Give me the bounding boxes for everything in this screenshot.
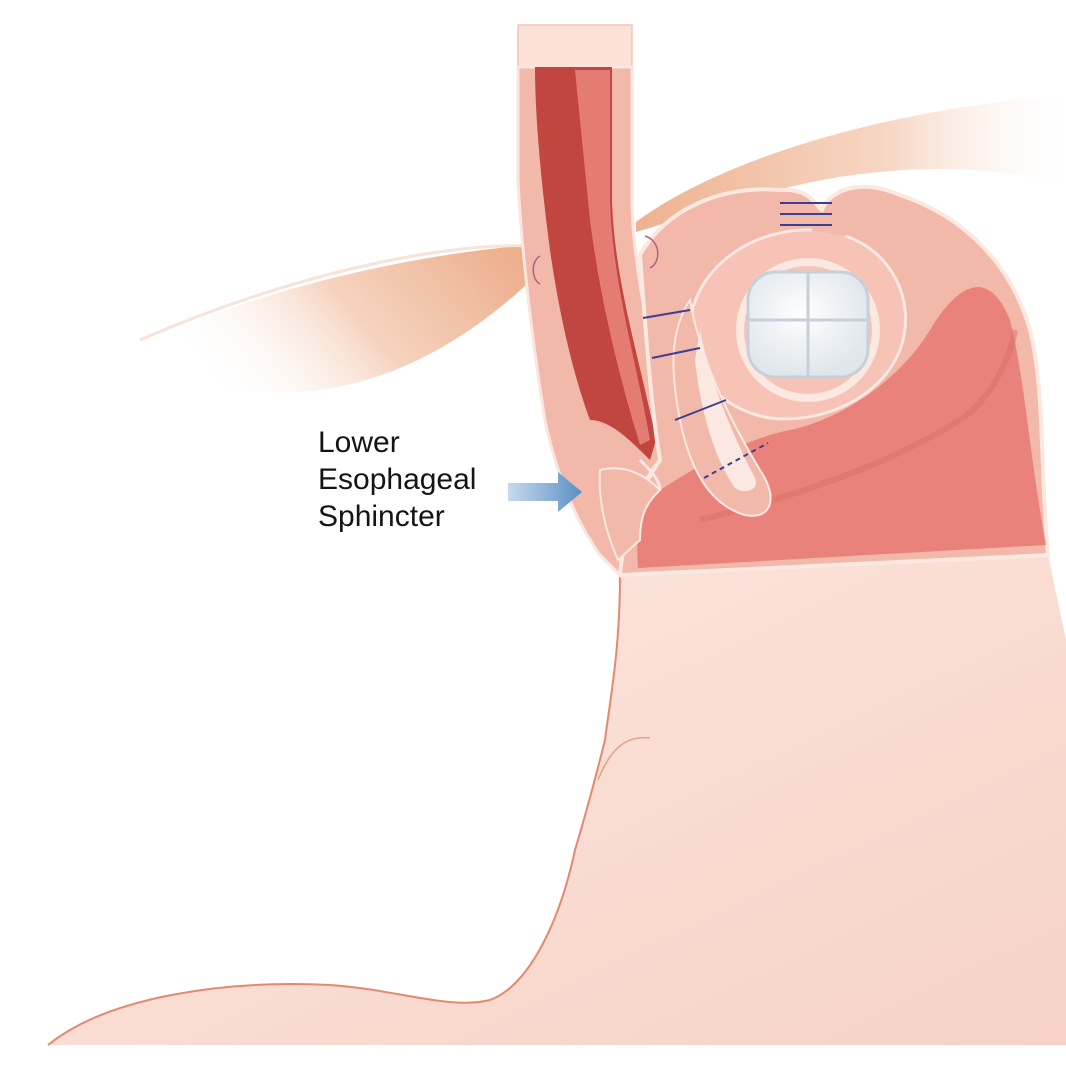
stomach-body — [48, 555, 1066, 1045]
diaphragm-left — [125, 244, 548, 392]
les-label: Lower Esophageal Sphincter — [318, 424, 476, 535]
esophagus-tube-top — [518, 25, 632, 67]
label-line-2: Esophageal — [318, 461, 476, 498]
label-line-3: Sphincter — [318, 498, 476, 535]
label-line-1: Lower — [318, 424, 476, 461]
